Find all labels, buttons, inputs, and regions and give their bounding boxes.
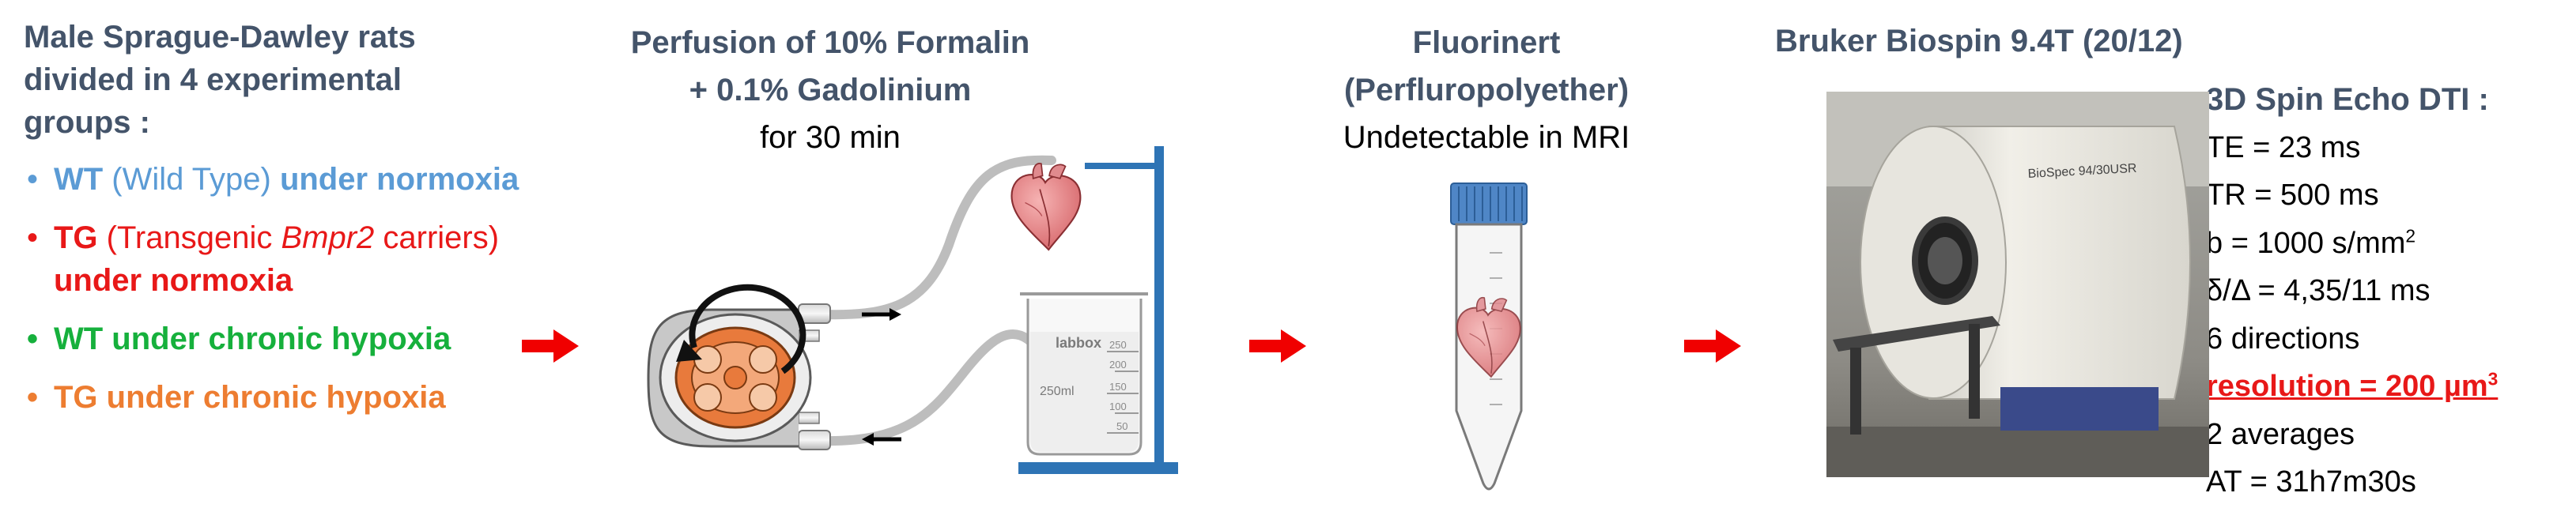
beaker-icon: labbox 250ml 250 200 150 100 50 (1020, 292, 1148, 456)
flow-direction-arrows (862, 308, 901, 446)
beaker-mark: 200 (1109, 359, 1127, 371)
perfusion-duration: for 30 min (760, 120, 901, 155)
cap-ridges (1458, 186, 1523, 221)
param-directions: 6 directions (2206, 322, 2360, 356)
beaker-brand: labbox (1056, 335, 1101, 351)
param-b-sup: 2 (2405, 224, 2416, 246)
param-at: AT = 31h7m30s (2206, 465, 2416, 499)
bullet: • (27, 380, 39, 415)
perfusion-title: Perfusion of 10% Formalin + 0.1% Gadolin… (553, 19, 1107, 114)
beaker-graduations (1107, 351, 1139, 434)
beaker-marks: 250 200 150 100 50 (1109, 339, 1127, 432)
embedding-title: Fluorinert (Perfluropolyether) (1265, 19, 1708, 114)
embedding-note: Undetectable in MRI (1343, 120, 1630, 155)
rotation-arrow-icon (689, 284, 806, 374)
gene-name: Bmpr2 (281, 220, 375, 255)
beaker-mark: 250 (1109, 339, 1127, 351)
group-text: WT under chronic hypoxia (54, 322, 451, 356)
param-resolution: resolution = 200 µm3 (2206, 363, 2576, 411)
param-b: b = 1000 s/mm2 (2206, 220, 2576, 268)
group-wt-hypoxia: • WT under chronic hypoxia (24, 318, 538, 360)
beaker-mark: 150 (1109, 381, 1127, 393)
group-abbrev: TG (54, 220, 98, 255)
bullet: • (27, 322, 39, 356)
group-condition: under normoxia (54, 263, 293, 298)
group-condition: under normoxia (279, 162, 519, 197)
heart-icon (1010, 162, 1082, 251)
beaker-mark: 100 (1109, 401, 1127, 412)
peristaltic-pump-icon (647, 284, 831, 450)
embedding-title-line2: (Perfluropolyether) (1343, 73, 1630, 107)
scan-title: 3D Spin Echo DTI : (2206, 82, 2489, 117)
perfusion-title-line2: + 0.1% Gadolinium (689, 73, 972, 107)
param-averages: 2 averages (2206, 417, 2355, 451)
mri-scanner-photo: BioSpec 94/30USR (1826, 92, 2209, 477)
embedding-title-line1: Fluorinert (1412, 25, 1561, 60)
beaker-volume: 250ml (1040, 385, 1075, 398)
study-design-title: Male Sprague-Dawley rats divided in 4 ex… (24, 20, 416, 140)
param-te: TE = 23 ms (2206, 130, 2361, 164)
group-text: TG under chronic hypoxia (54, 380, 446, 415)
group-tg-normoxia: • TG (Transgenic Bmpr2 carriers) under n… (24, 216, 538, 302)
group-desc: (Transgenic (97, 220, 281, 255)
arrow-right-icon (1684, 329, 1741, 363)
perfusion-title-line1: Perfusion of 10% Formalin (630, 25, 1030, 60)
group-abbrev: WT (54, 162, 104, 197)
param-b-text: b = 1000 s/mm (2206, 226, 2406, 260)
beaker-mark: 50 (1116, 420, 1127, 432)
group-desc-end: carriers) (374, 220, 500, 255)
perfusion-tubing (818, 155, 1056, 446)
arrow-right-icon (1249, 329, 1306, 363)
mri-title: Bruker Biospin 9.4T (20/12) (1775, 24, 2183, 58)
bullet: • (27, 162, 39, 197)
group-tg-hypoxia: • TG under chronic hypoxia (24, 376, 538, 419)
param-tr: TR = 500 ms (2206, 179, 2379, 212)
arrow-right-icon (522, 329, 579, 363)
scan-parameters: 3D Spin Echo DTI : TE = 23 ms TR = 500 m… (2206, 76, 2576, 506)
param-delta: δ/Δ = 4,35/11 ms (2206, 274, 2431, 307)
bullet: • (27, 220, 39, 255)
group-wt-normoxia: • WT (Wild Type) under normoxia (24, 158, 538, 201)
ring-stand-icon (1018, 146, 1178, 474)
param-res-text: resolution = 200 µm (2206, 370, 2488, 403)
group-desc: (Wild Type) (103, 162, 280, 197)
param-res-sup: 3 (2487, 368, 2499, 389)
group-list: • WT (Wild Type) under normoxia • TG (Tr… (24, 158, 538, 435)
